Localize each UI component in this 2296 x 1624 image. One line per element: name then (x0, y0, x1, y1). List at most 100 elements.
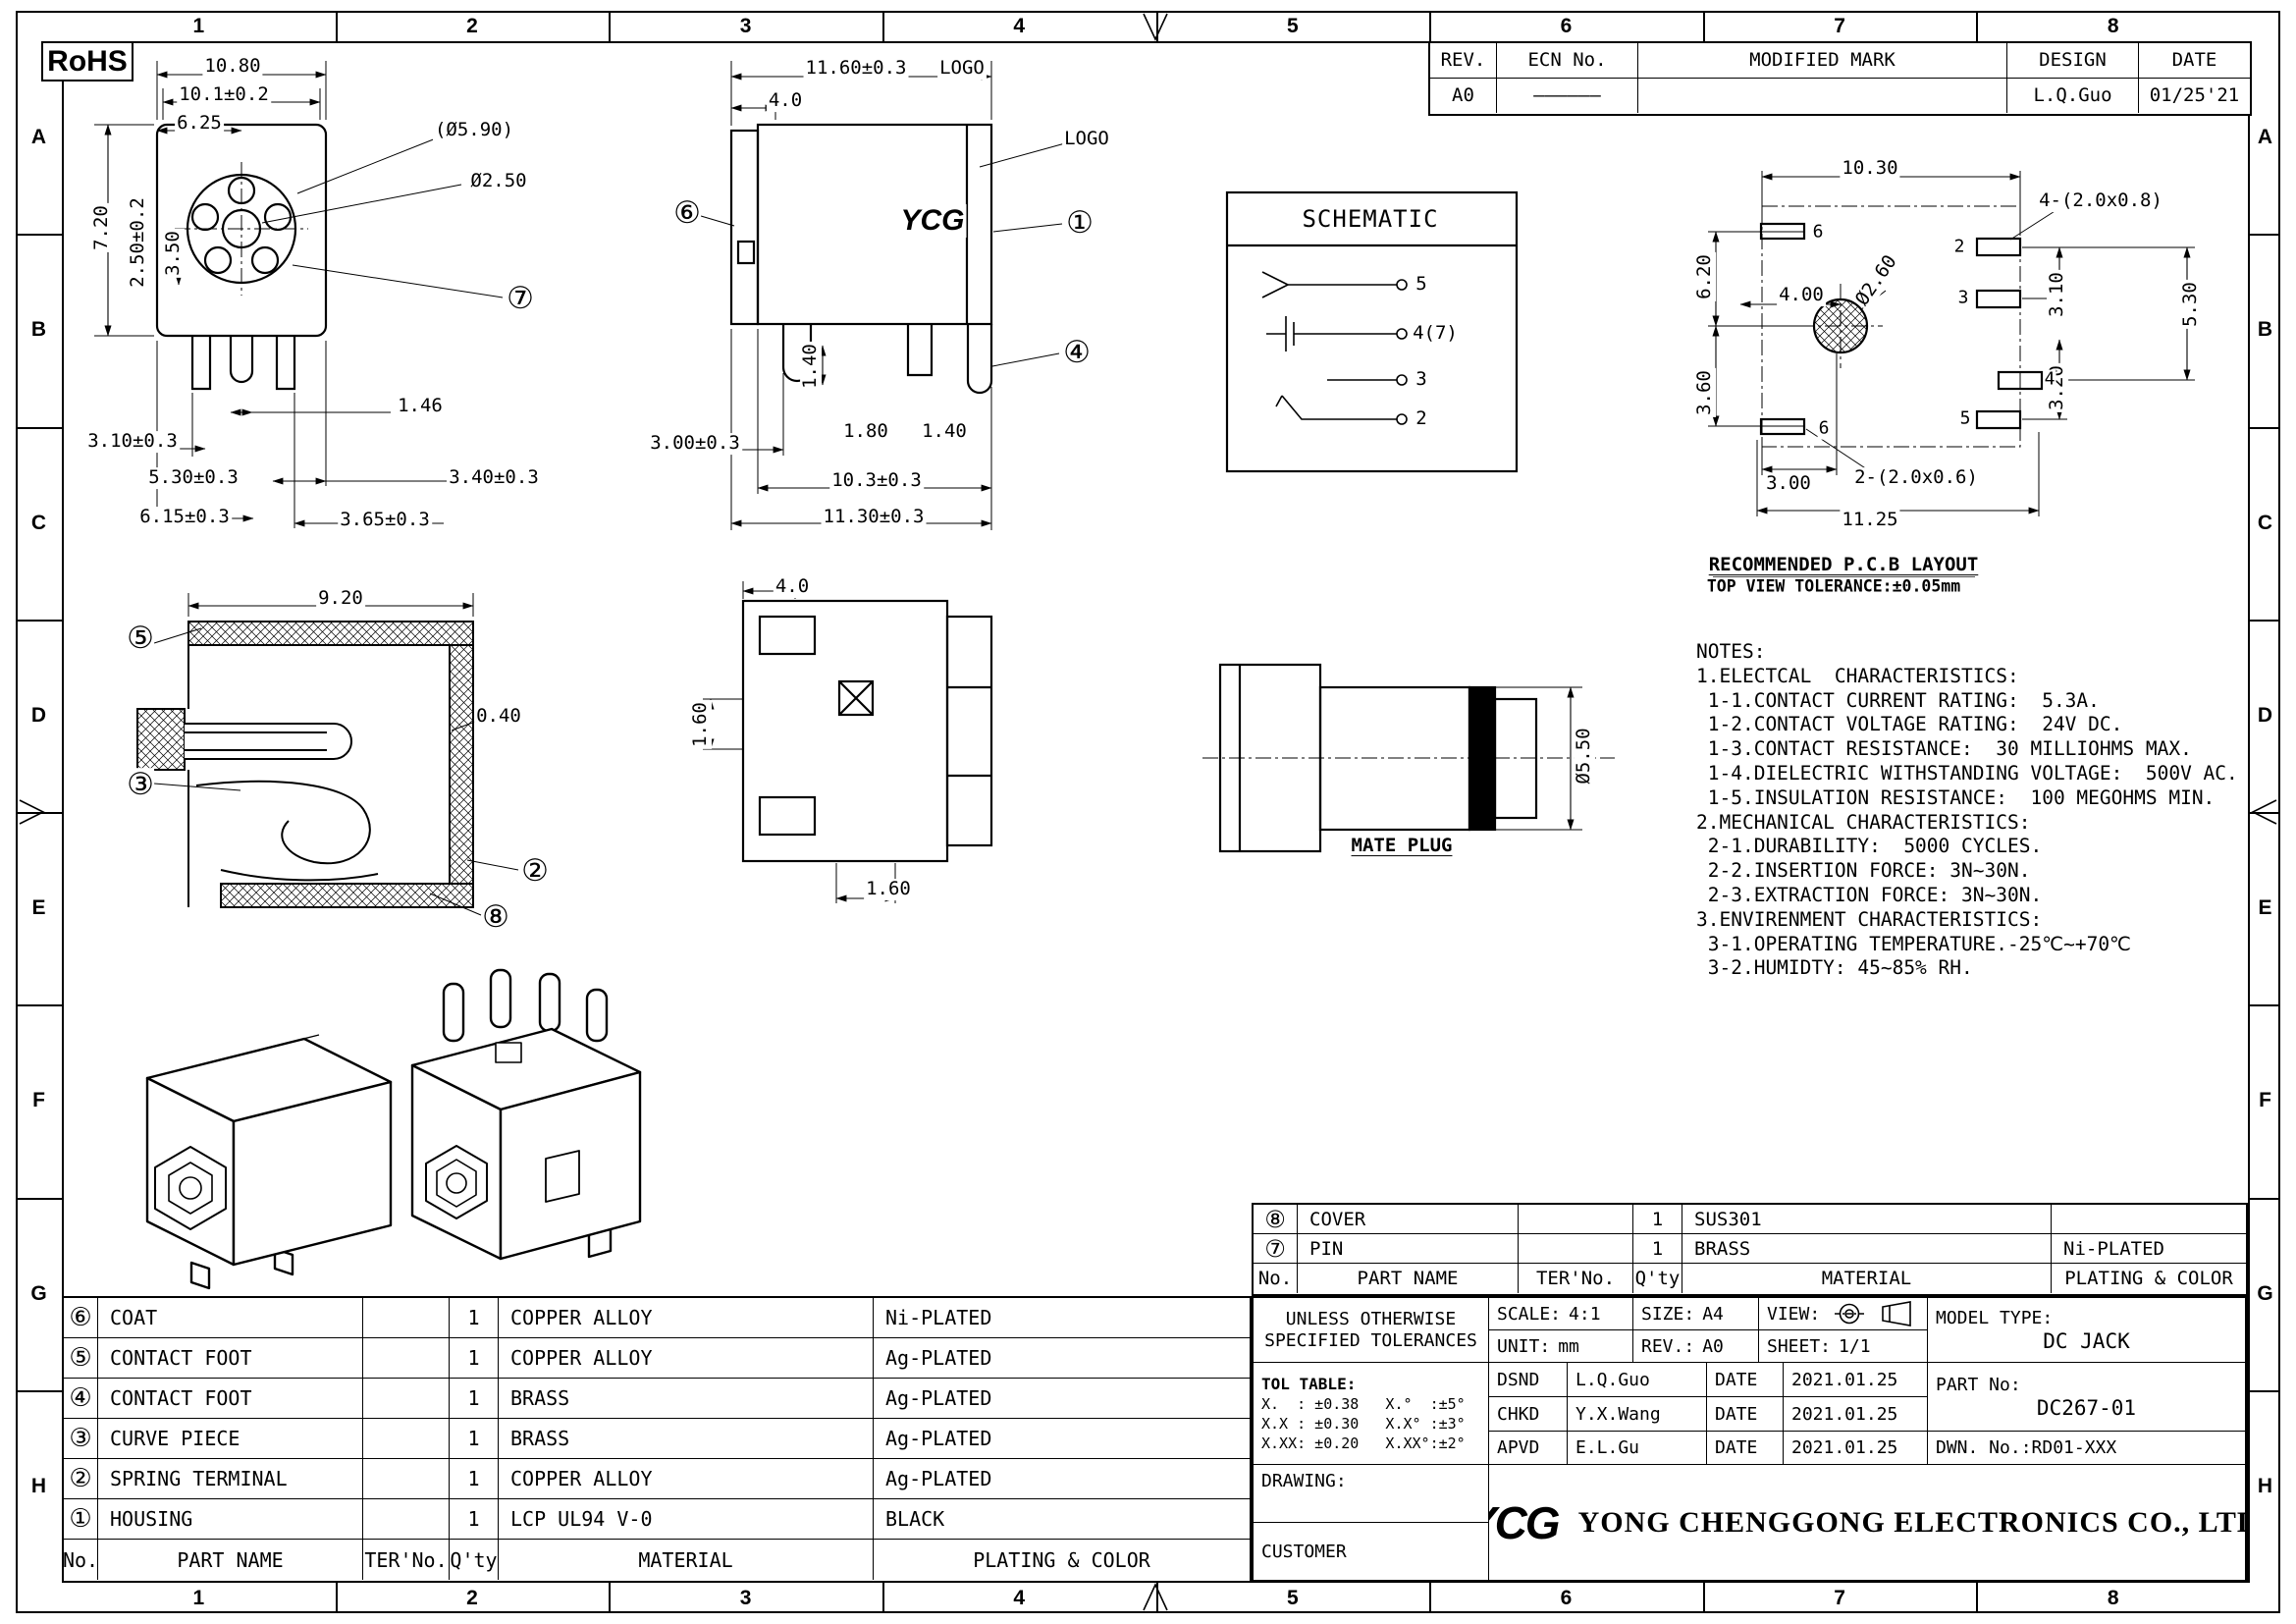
border-tick (881, 11, 884, 41)
apvd-label: APVD (1489, 1432, 1568, 1465)
note-line: 1-2.CONTACT VOLTAGE RATING: 24V DC. (1696, 713, 2123, 736)
border-grid-label: H (30, 1474, 47, 1497)
part-no-label: PART No: (1936, 1374, 2021, 1395)
border-grid-label: B (30, 318, 47, 342)
part-no-value: DC267-01 (2036, 1395, 2137, 1420)
chkd-name: Y.X.Wang (1568, 1397, 1707, 1432)
scale-label: SCALE: (1497, 1303, 1562, 1325)
table-cell: COPPER ALLOY (499, 1338, 874, 1379)
table-cell: L.Q.Guo (2007, 78, 2139, 113)
scale-value: 4:1 (1569, 1303, 1601, 1325)
pcb-extension-lines (1708, 171, 2195, 516)
unit-cell: UNIT:mm (1489, 1330, 1633, 1363)
table-cell: CURVE PIECE (98, 1419, 363, 1459)
table-cell: TER'No. (363, 1540, 450, 1580)
table-cell: PART NAME (98, 1540, 363, 1580)
front-view-extension-lines (94, 61, 504, 528)
table-cell: ⑧ (1254, 1205, 1298, 1234)
side-view (729, 123, 993, 395)
apvd-date: 2021.01.25 (1784, 1432, 1928, 1465)
border-tick (1155, 1583, 1158, 1613)
table-cell: HOUSING (98, 1499, 363, 1540)
rohs-mark: RoHS (41, 41, 133, 81)
table-cell (1519, 1234, 1633, 1264)
table-cell (1519, 1205, 1633, 1234)
table-cell: SPRING TERMINAL (98, 1459, 363, 1499)
company-logo: YCG (1489, 1496, 1561, 1548)
border-grid-label: 7 (1834, 1586, 1845, 1609)
sheet-value: 1/1 (1839, 1335, 1871, 1357)
border-tick (2250, 1004, 2280, 1007)
border-tick (609, 11, 612, 41)
isometric-view-a (145, 1034, 393, 1290)
notes-title: NOTES: (1696, 640, 1766, 663)
tol-table-lines: X. : ±0.38 X.° :±5°X.X : ±0.30 X.X° :±3°… (1261, 1394, 1480, 1453)
pcb-dimension-lines (1712, 173, 2191, 514)
dsnd-date: 2021.01.25 (1784, 1363, 1928, 1397)
table-cell: Ag-PLATED (874, 1379, 1250, 1419)
border-grid-label: 6 (1560, 1586, 1573, 1609)
note-line: 1-4.DIELECTRIC WITHSTANDING VOLTAGE: 500… (1696, 761, 2238, 785)
table-cell (1638, 78, 2007, 113)
border-grid-label: 8 (2107, 1586, 2119, 1609)
rev-cell: REV.:A0 (1633, 1330, 1759, 1363)
isometric-view-b (410, 968, 642, 1261)
border-tick (335, 11, 338, 41)
table-cell: Ni-PLATED (874, 1298, 1250, 1338)
border-grid-label: 2 (466, 14, 478, 37)
table-cell: 1 (1633, 1234, 1682, 1264)
note-line: X. : ±0.38 X.° :±5° (1261, 1394, 1466, 1413)
border-tick (16, 1197, 62, 1200)
table-cell: Q'ty (1633, 1264, 1682, 1293)
dsnd-date-label: DATE (1707, 1363, 1784, 1397)
border-tick (335, 1583, 338, 1613)
table-cell: CONTACT FOOT (98, 1338, 363, 1379)
table-cell: BLACK (874, 1499, 1250, 1540)
border-tick (1976, 11, 1979, 41)
front-view-centerlines (175, 162, 308, 296)
table-cell (2052, 1205, 2246, 1234)
table-cell: COVER (1298, 1205, 1519, 1234)
tol-table-title: TOL TABLE: (1261, 1374, 1357, 1393)
table-cell: ② (64, 1459, 98, 1499)
border-grid-label: 7 (1834, 14, 1845, 37)
border-grid-label: 3 (739, 1586, 752, 1609)
notes-section: NOTES: 1.ELECTCAL CHARACTERISTICS: 1-1.C… (1696, 640, 2238, 981)
table-cell: COPPER ALLOY (499, 1459, 874, 1499)
table-cell: PIN (1298, 1234, 1519, 1264)
third-angle-projection-icon (1835, 1301, 1911, 1326)
size-label: SIZE: (1641, 1303, 1695, 1325)
table-cell: COPPER ALLOY (499, 1298, 874, 1338)
size-value: A4 (1702, 1303, 1724, 1325)
border-grid-label: 4 (1013, 1586, 1026, 1609)
section-view (136, 621, 474, 908)
title-block: UNLESS OTHERWISE SPECIFIED TOLERANCES SC… (1252, 1296, 2248, 1583)
table-cell: ⑤ (64, 1338, 98, 1379)
table-cell: 1 (450, 1419, 499, 1459)
table-cell: LCP UL94 V-0 (499, 1499, 874, 1540)
unless-otherwise-line2: SPECIFIED TOLERANCES (1264, 1330, 1477, 1351)
table-cell: ① (64, 1499, 98, 1540)
note-line: 3-2.HUMIDTY: 45~85% RH. (1696, 956, 1973, 980)
table-cell: TER'No. (1519, 1264, 1633, 1293)
note-line: X.X : ±0.30 X.X° :±3° (1261, 1414, 1466, 1433)
border-grid-label: D (2257, 703, 2273, 727)
model-type-value: DC JACK (2043, 1328, 2130, 1353)
border-tick (2250, 812, 2280, 814)
model-type-label: MODEL TYPE: (1936, 1307, 2054, 1328)
table-cell: 1 (450, 1459, 499, 1499)
table-cell: Ag-PLATED (874, 1459, 1250, 1499)
border-tick (16, 619, 62, 622)
table-cell (363, 1419, 450, 1459)
table-cell: 1 (1633, 1205, 1682, 1234)
border-tick (1702, 11, 1705, 41)
table-cell: MATERIAL (1682, 1264, 2052, 1293)
